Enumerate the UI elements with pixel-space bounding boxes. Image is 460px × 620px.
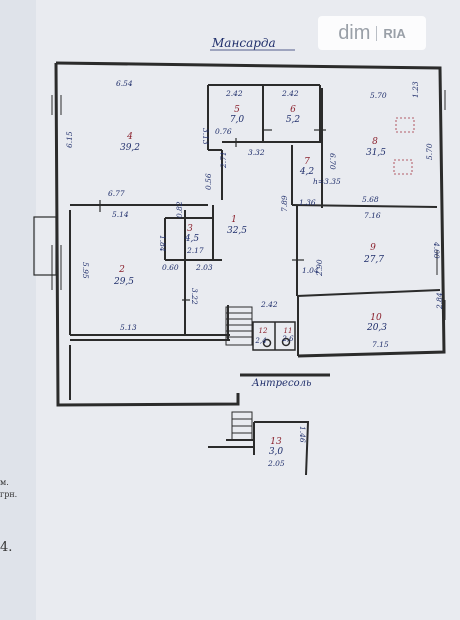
room-9-number: 9: [370, 243, 376, 253]
dim-400: 4.00: [432, 241, 441, 259]
room-2-area: 29,5: [113, 277, 134, 287]
room-1-number: 1: [231, 215, 237, 225]
dim-242-a: 2.42: [225, 89, 243, 98]
dim-082: 0.82: [175, 201, 184, 218]
dim-789: 7.89: [280, 195, 289, 212]
room-13-number: 13: [270, 437, 282, 447]
room-8-number: 8: [372, 137, 378, 147]
room-8-hatching: [393, 117, 415, 175]
dim-290: 2.90: [315, 259, 324, 277]
entrance-porch: [33, 216, 57, 276]
room-4-area: 39,2: [120, 143, 140, 153]
interior-walls: [69, 84, 441, 400]
room-13-area: 3,0: [269, 447, 284, 457]
room-7-area: 4,2: [299, 167, 315, 177]
dim-570: 5.70: [370, 91, 387, 100]
dim-670: 6.70: [328, 153, 337, 170]
room-6-area: 5,2: [286, 115, 301, 125]
dim-568: 5.68: [362, 195, 379, 204]
dim-715: 7.15: [372, 340, 389, 349]
room-5-number: 5: [234, 105, 240, 115]
dim-242-c: 2.42: [260, 300, 278, 309]
watermark-ria: RIA: [376, 25, 406, 41]
side-text-signature: 4.: [0, 540, 13, 555]
dimria-watermark: dim RIA: [318, 16, 426, 50]
room-5-area: 7,0: [230, 115, 245, 125]
room-3-number: 3: [187, 224, 193, 234]
attic-title: Мансарда: [211, 36, 276, 50]
side-text-m: м.: [0, 478, 9, 487]
room-11-number: 11: [284, 327, 293, 335]
dim-203: 2.03: [195, 263, 213, 272]
dimension-labels: 6.54 6.15 6.77 3.13 0.76 2.42 2.42 3.32 …: [65, 79, 444, 468]
dim-595: 5.95: [81, 262, 90, 279]
mezzanine-outline: [208, 421, 310, 476]
dim-322: 3.22: [190, 288, 199, 305]
dim-h335: h=3.35: [313, 177, 341, 186]
room-4-number: 4: [126, 132, 133, 142]
mezzanine-stair: [231, 411, 253, 441]
room-3-area: 4,5: [184, 234, 200, 244]
dim-184: 1.84: [158, 235, 167, 252]
dim-514: 5.14: [112, 210, 129, 219]
plan-sheet: [36, 0, 460, 620]
dim-570x: 5.70: [425, 143, 434, 160]
room-10-area: 20,3: [366, 323, 387, 333]
side-text-grn: грн.: [0, 490, 18, 499]
room-7-number: 7: [304, 157, 310, 167]
room-11-area: 2,6: [281, 335, 294, 343]
outer-walls: [54, 61, 446, 407]
dim-313: 3.13: [201, 128, 210, 145]
dim-284: 2.84: [435, 292, 444, 310]
dim-271: 2.71: [219, 151, 228, 169]
mezzanine-title: Антресоль: [251, 378, 311, 389]
window-marks: [51, 90, 446, 320]
dim-205: 2.05: [267, 459, 285, 468]
room-2-number: 2: [118, 265, 125, 275]
dim-615: 6.15: [65, 131, 74, 148]
room-6-number: 6: [290, 105, 296, 115]
dim-217: 2.17: [186, 246, 204, 255]
room-12-number: 12: [259, 327, 268, 335]
room-9-area: 27,7: [363, 255, 384, 265]
dim-654: 6.54: [116, 79, 133, 88]
dim-104: 1.04: [302, 266, 319, 275]
room-1-area: 32,5: [227, 226, 247, 236]
dim-332: 3.32: [248, 148, 265, 157]
door-marks: [99, 129, 326, 301]
dim-136: 1.36: [299, 198, 316, 207]
dim-716: 7.16: [364, 211, 381, 220]
dim-060: 0.60: [162, 263, 179, 272]
room-12-area: 2,4: [254, 337, 266, 345]
sanitary-block: [252, 321, 296, 351]
dim-056: 0.56: [204, 173, 213, 190]
room-10-number: 10: [370, 313, 382, 323]
dim-242-b: 2.42: [281, 89, 299, 98]
dim-677: 6.77: [108, 189, 125, 198]
watermark-dim: dim: [338, 21, 371, 44]
staircase: [225, 306, 253, 346]
dim-123: 1.23: [411, 81, 420, 98]
dim-146: 1.46: [298, 426, 307, 443]
dim-513: 5.13: [120, 323, 137, 332]
dim-076: 0.76: [215, 127, 232, 136]
room-labels: 1 32,5 2 29,5 3 4,5 4 39,2 5 7,0 6 5,2 7…: [113, 105, 387, 457]
room-8-area: 31,5: [366, 148, 386, 158]
